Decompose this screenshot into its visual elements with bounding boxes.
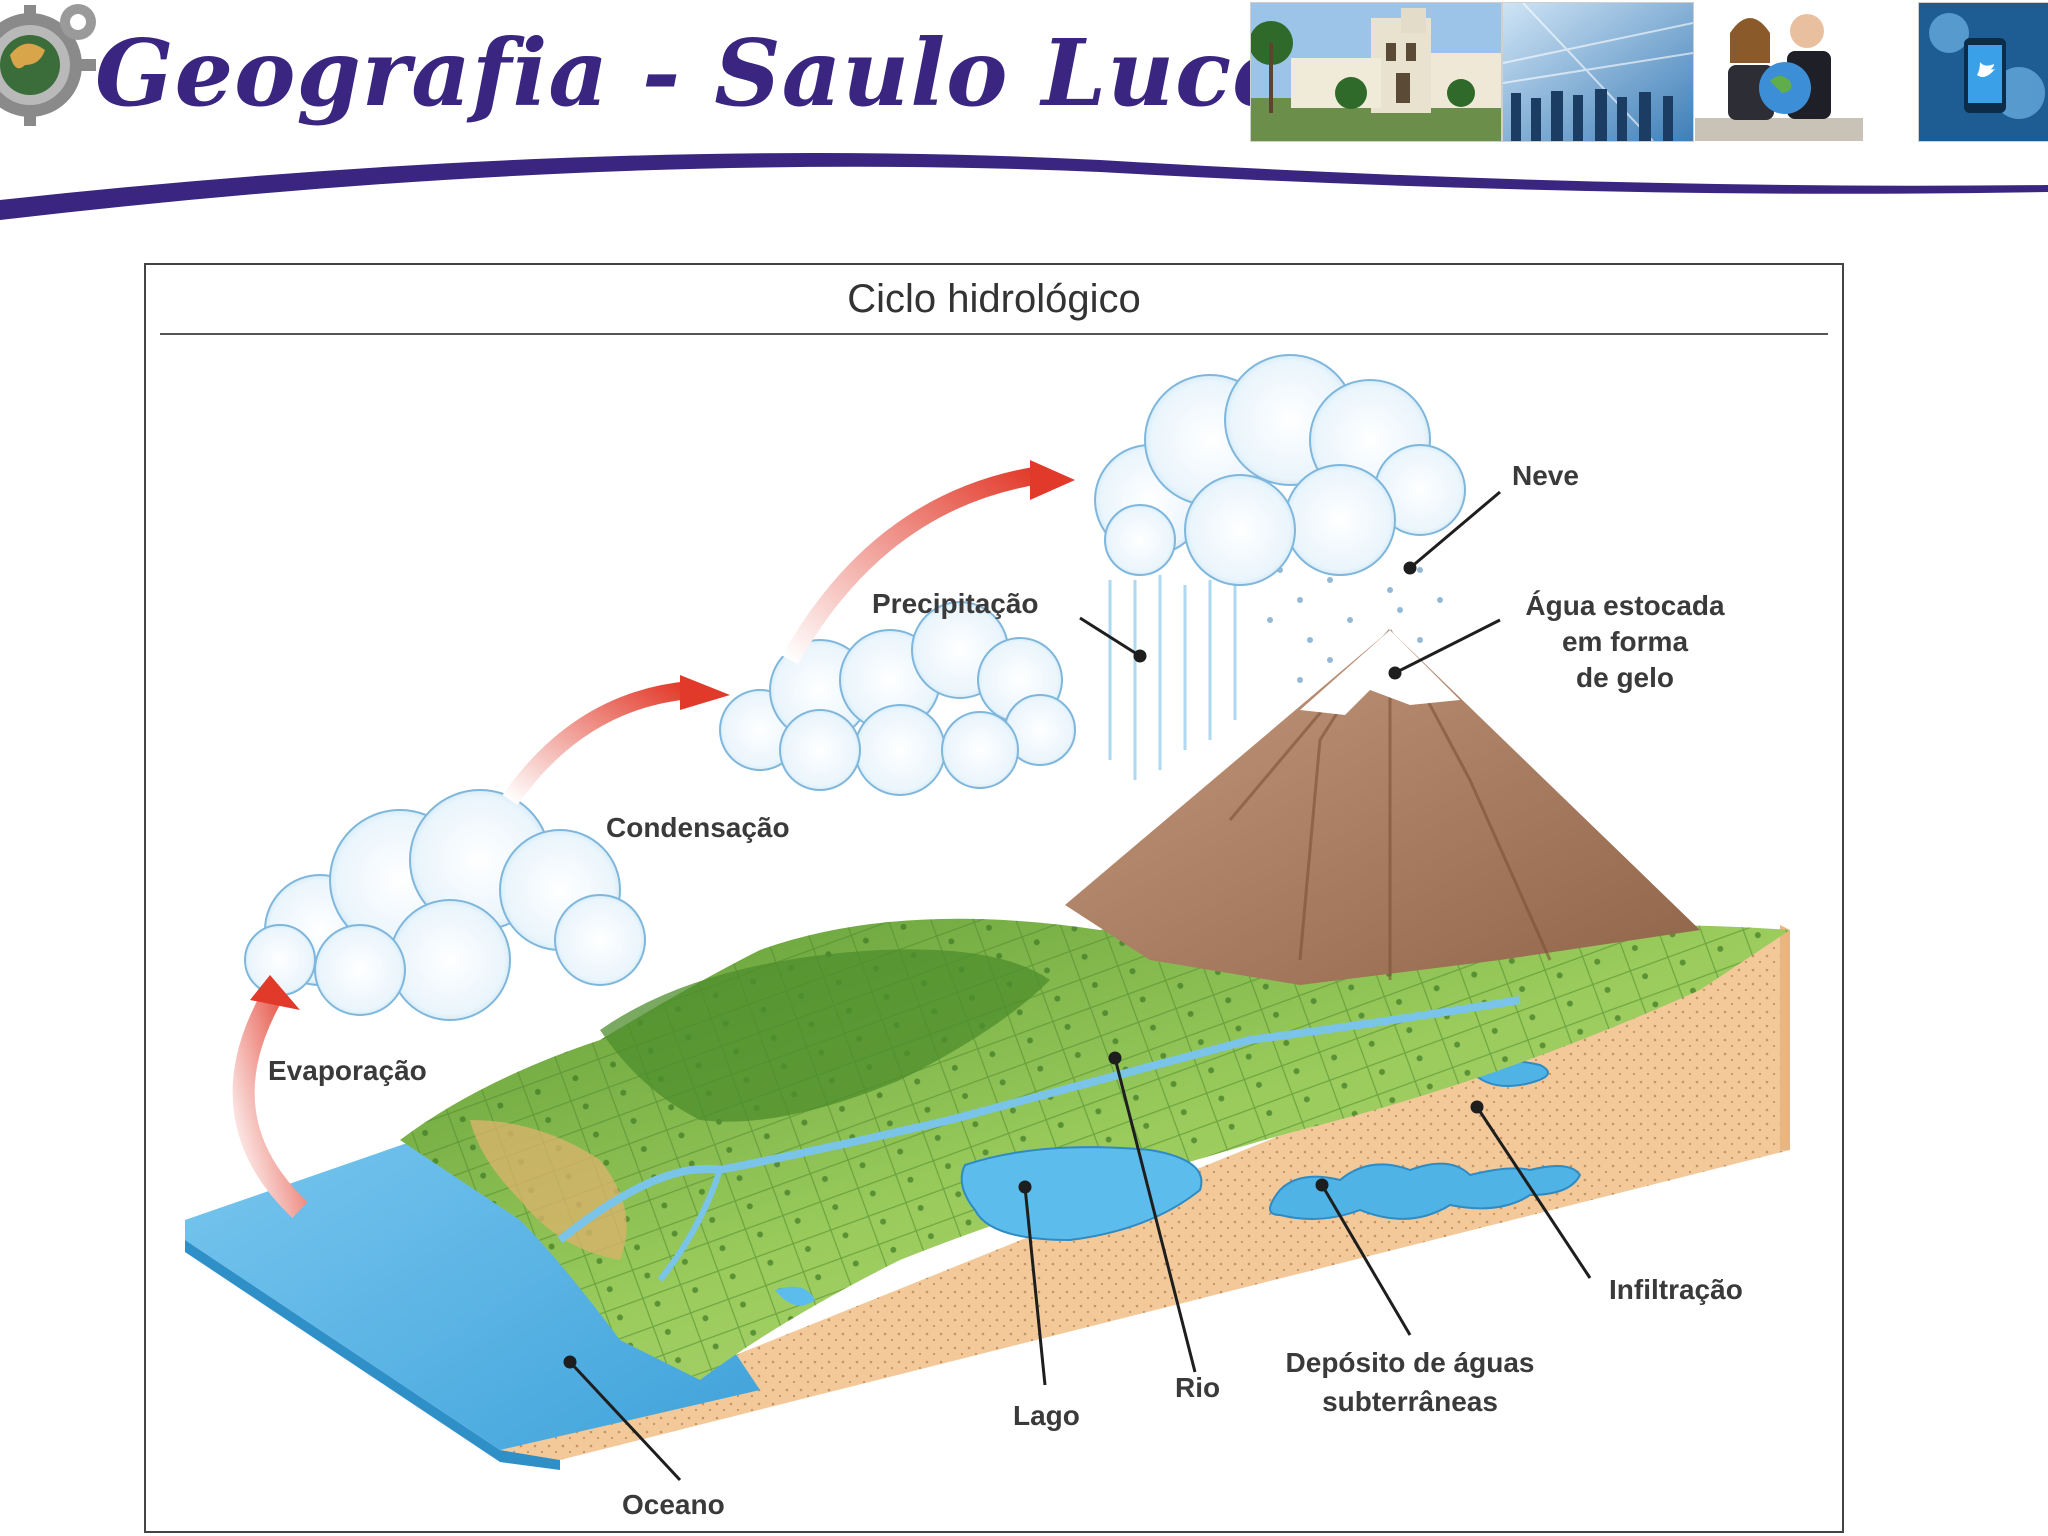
callout-lines	[563, 490, 1592, 1482]
cloud-evaporation	[244, 789, 646, 1021]
rain-streaks	[1108, 575, 1237, 780]
cloud-precipitation	[1094, 354, 1466, 586]
mountain	[1065, 629, 1700, 985]
gear-globe-logo-icon	[0, 4, 96, 126]
label-neve: Neve	[1512, 460, 1579, 491]
cycle-arrows	[232, 460, 1075, 1218]
river	[557, 996, 1521, 1244]
label-oceano: Oceano	[622, 1489, 725, 1520]
business-photo	[1502, 2, 1694, 142]
label-condensacao: Condensação	[606, 812, 790, 843]
church-photo	[1250, 2, 1502, 142]
label-deposito-line1: Depósito de águas	[1285, 1347, 1535, 1378]
twitter-photo	[1918, 2, 2048, 142]
label-agua-estocada-line2: em forma	[1561, 626, 1689, 657]
label-evaporacao: Evaporação	[268, 1055, 427, 1086]
title-rule	[160, 333, 1828, 335]
students-globe-photo	[1694, 2, 1864, 142]
header-banner: Geografia - Saulo Lucena	[0, 0, 2048, 230]
label-agua-estocada-line3: de gelo	[1575, 662, 1674, 693]
diagram-title: Ciclo hidrológico	[847, 277, 1141, 321]
header-swoosh	[0, 153, 2048, 220]
lake	[960, 1146, 1203, 1242]
cloud-condensation	[719, 601, 1076, 796]
label-precipitacao: Precipitação	[872, 588, 1039, 619]
label-lago: Lago	[1013, 1400, 1080, 1431]
label-rio: Rio	[1175, 1372, 1221, 1403]
site-title: Geografia - Saulo Lucena	[95, 19, 1421, 127]
label-deposito-line2: subterrâneas	[1322, 1386, 1498, 1417]
label-infiltracao: Infiltração	[1609, 1274, 1743, 1305]
label-agua-estocada-line1: Água estocada	[1525, 590, 1725, 621]
